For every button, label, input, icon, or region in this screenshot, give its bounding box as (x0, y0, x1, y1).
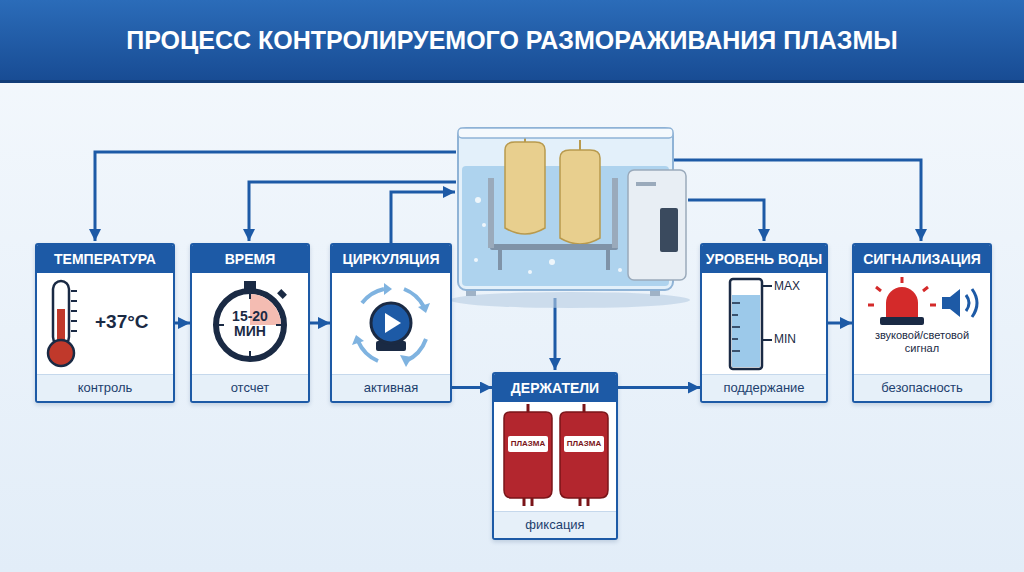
flow-arrow (452, 386, 492, 389)
flow-arrow (310, 322, 330, 325)
box-heading: ТЕМПЕРАТУРА (37, 245, 173, 273)
box-caption: контроль (37, 374, 173, 401)
box-heading: ДЕРЖАТЕЛИ (494, 374, 616, 402)
alarm-text: звуковой/световой сигнал (857, 329, 987, 355)
box-caption: безопасность (854, 374, 990, 401)
pump-icon (332, 273, 450, 375)
flow-arrow (175, 322, 190, 325)
alarm-icon (854, 273, 990, 375)
title: ПРОЦЕСС КОНТРОЛИРУЕМОГО РАЗМОРАЖИВАНИЯ П… (0, 0, 1024, 80)
level-mark: MAX (774, 279, 800, 293)
temperature-value: +37°C (95, 311, 149, 333)
box-heading: ВРЕМЯ (192, 245, 308, 273)
bag-label: ПЛАЗМА (508, 438, 548, 450)
level-mark: MIN (774, 332, 796, 346)
box-caption: поддержание (702, 374, 826, 401)
box-caption: отсчет (192, 374, 308, 401)
process-box: ДЕРЖАТЕЛИ ПЛАЗМА ПЛАЗМА фиксация (492, 372, 618, 540)
box-heading: СИГНАЛИЗАЦИЯ (854, 245, 990, 273)
plasma-bags-icon (494, 402, 616, 512)
box-heading: УРОВЕНЬ ВОДЫ (702, 245, 826, 273)
title-band: ПРОЦЕСС КОНТРОЛИРУЕМОГО РАЗМОРАЖИВАНИЯ П… (0, 0, 1024, 83)
process-box: СИГНАЛИЗАЦИЯ звуковой/световой сигнал без… (852, 243, 992, 403)
process-box: ЦИРКУЛЯЦИЯ активная (330, 243, 452, 403)
box-caption: активная (332, 374, 450, 401)
process-box: УРОВЕНЬ ВОДЫ MAX MIN поддержание (700, 243, 828, 403)
time-value: 15-20 МИН (228, 309, 272, 338)
flow-arrow (618, 386, 700, 389)
bag-label: ПЛАЗМА (564, 438, 604, 450)
water-level-icon (702, 273, 826, 375)
process-box: ТЕМПЕРАТУРА +37°C контроль (35, 243, 175, 403)
box-caption: фиксация (494, 511, 616, 538)
flow-arrow (828, 322, 852, 325)
process-box: ВРЕМЯ 15-20 МИН отсчет (190, 243, 310, 403)
water-bath (450, 128, 690, 308)
box-heading: ЦИРКУЛЯЦИЯ (332, 245, 450, 273)
